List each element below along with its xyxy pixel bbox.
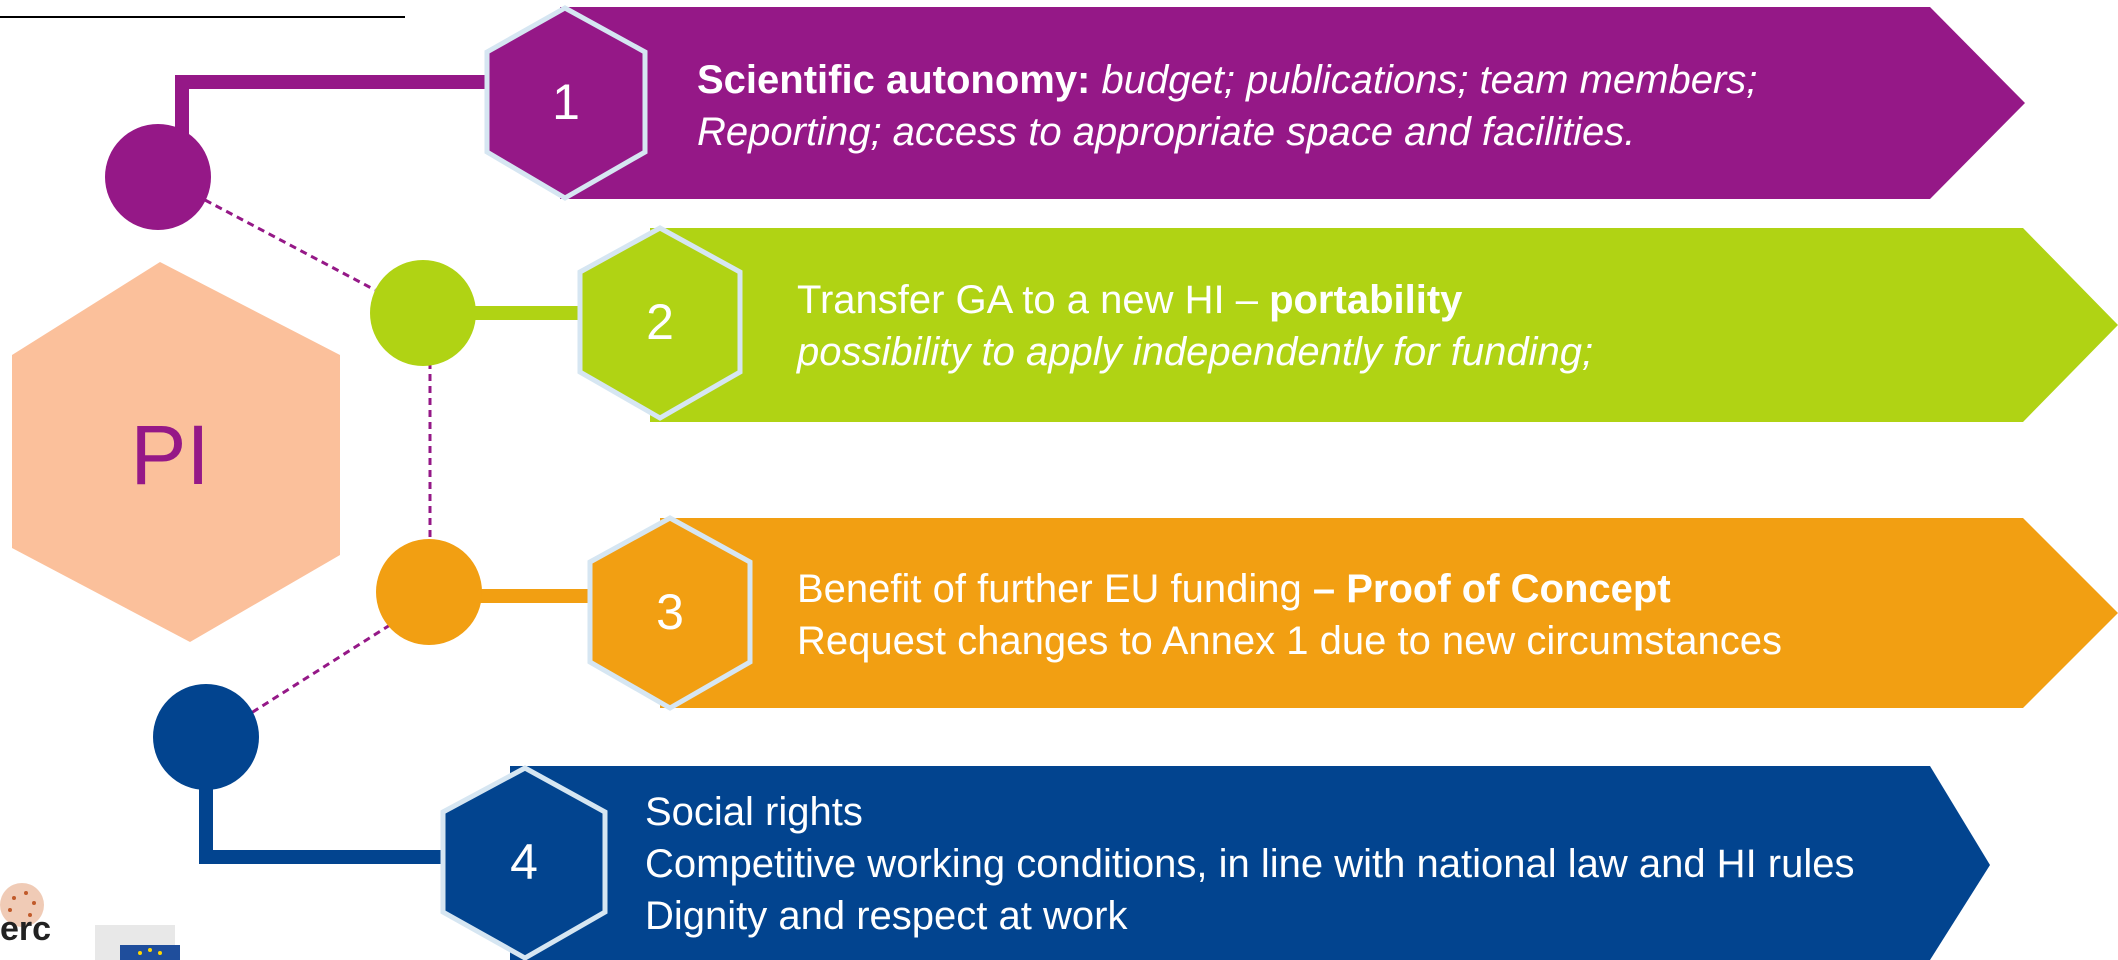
banner-2-line-2: possibility to apply independently for f…	[797, 330, 1594, 374]
banner-3-line-1-bold: – Proof of Concept	[1312, 567, 1671, 611]
connector-1	[175, 75, 490, 170]
banner-4-line-1: Social rights	[645, 790, 863, 834]
hex-4	[440, 765, 608, 960]
eu-logo-icon	[95, 925, 180, 960]
banner-1-line-1-detail: budget; publications; team members;	[1090, 58, 1758, 102]
hex-number-4: 4	[510, 834, 538, 890]
pi-hexagon	[12, 262, 340, 642]
banner-4-text: Social rights Competitive working condit…	[645, 786, 1855, 942]
banner-3-line-1: Benefit of further EU funding – Proof of…	[797, 563, 1782, 615]
banner-2	[650, 228, 2118, 422]
banner-1-line-2: Reporting; access to appropriate space a…	[697, 110, 1636, 154]
dashed-link-3-4	[247, 623, 391, 717]
banner-2-line-1-bold: portability	[1269, 278, 1463, 322]
banner-4-line-3: Dignity and respect at work	[645, 894, 1128, 938]
hex-1	[484, 5, 648, 201]
banner-3	[660, 518, 2118, 708]
pi-label: PI	[130, 408, 210, 502]
connector-4	[199, 770, 450, 864]
banner-2-text: Transfer GA to a new HI – portability po…	[797, 274, 1593, 378]
dot-1	[105, 124, 211, 230]
dashed-link-1-2	[204, 198, 376, 292]
erc-logo-text: erc	[0, 910, 52, 948]
banner-2-line-1-plain: Transfer GA to a new HI –	[797, 278, 1270, 322]
hex-number-1: 1	[552, 74, 580, 130]
banner-4	[510, 766, 1990, 960]
banner-1-line-1: Scientific autonomy: budget; publication…	[697, 54, 1757, 106]
erc-logo-icon	[0, 883, 44, 927]
hex-3	[587, 515, 753, 711]
hex-number-3: 3	[656, 584, 684, 640]
dot-3	[376, 539, 482, 645]
hex-number-2: 2	[646, 294, 674, 350]
dot-2	[370, 260, 476, 366]
banner-1	[560, 7, 2025, 199]
banner-3-line-2: Request changes to Annex 1 due to new ci…	[797, 619, 1783, 663]
banner-3-line-1-plain: Benefit of further EU funding	[797, 567, 1313, 611]
banner-4-line-2: Competitive working conditions, in line …	[645, 842, 1855, 886]
banner-1-heading: Scientific autonomy:	[697, 58, 1091, 102]
banner-2-line-1: Transfer GA to a new HI – portability	[797, 274, 1593, 326]
hex-2	[577, 225, 743, 421]
dot-4	[153, 684, 259, 790]
banner-1-text: Scientific autonomy: budget; publication…	[697, 54, 1757, 158]
banner-3-text: Benefit of further EU funding – Proof of…	[797, 563, 1782, 667]
